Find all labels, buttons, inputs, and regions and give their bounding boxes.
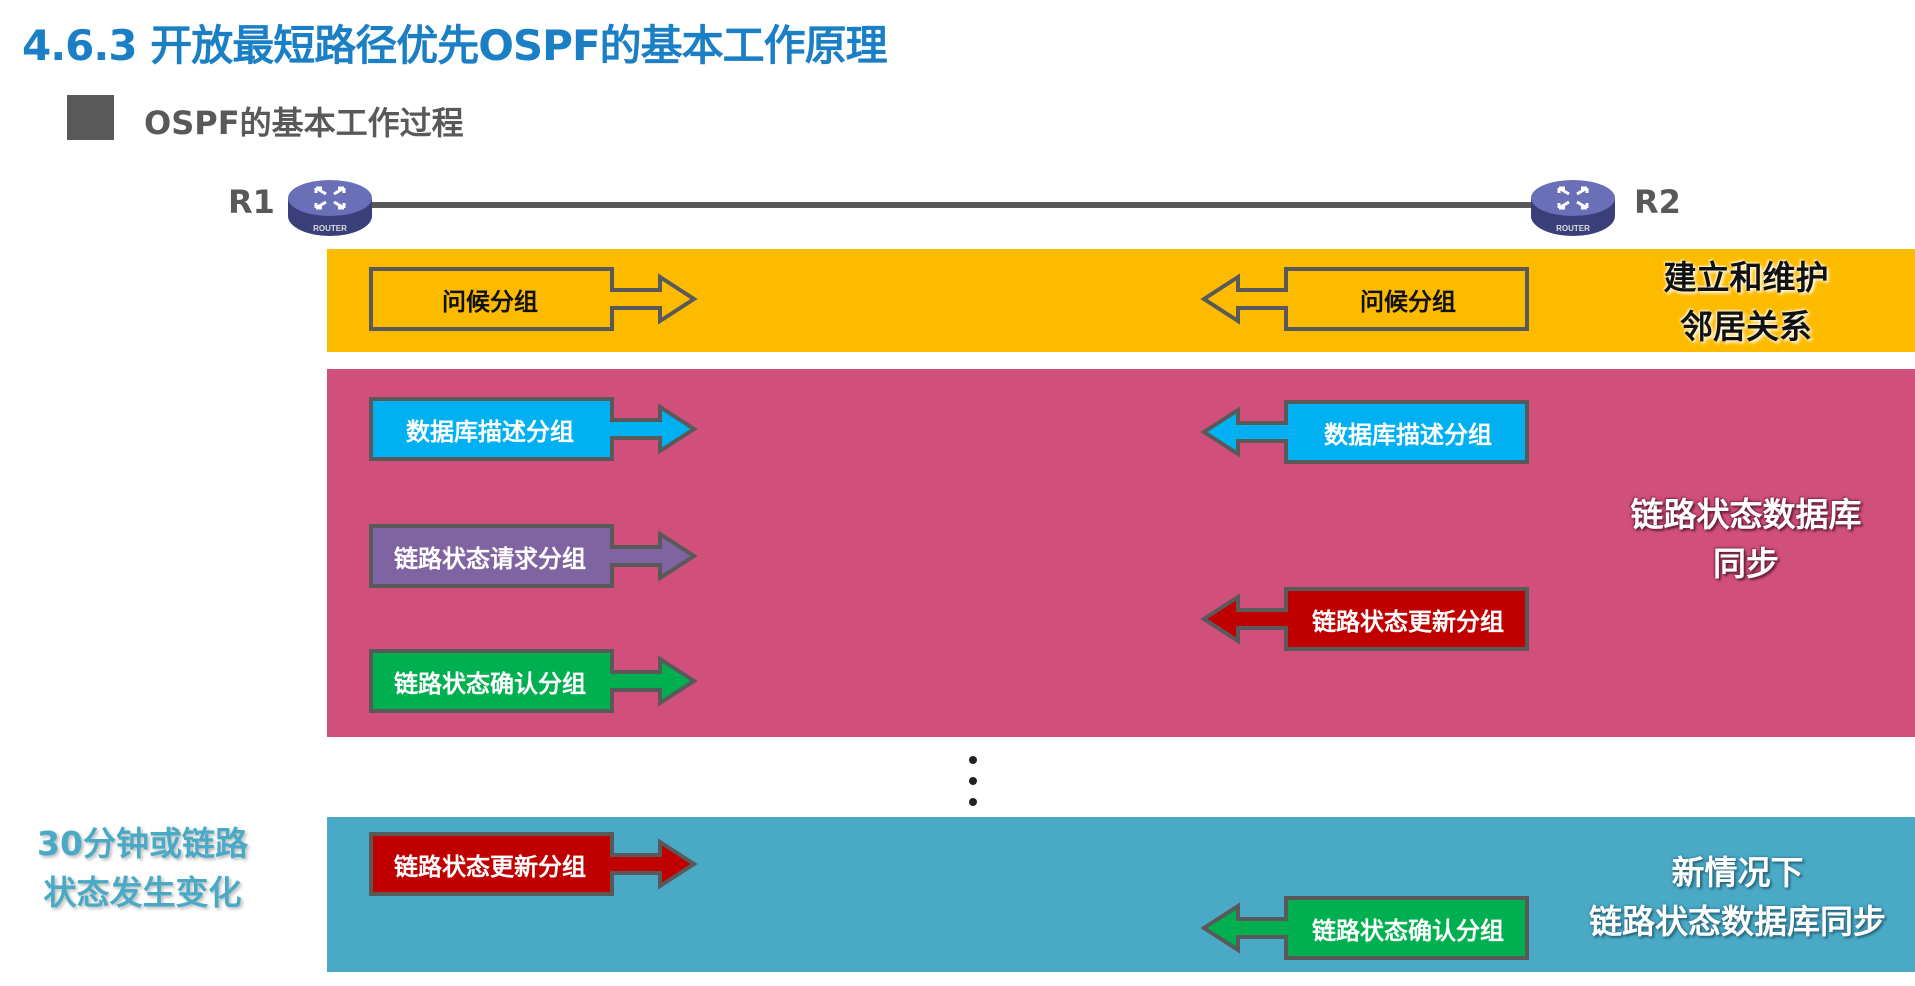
router-r2-label: R2 [1634, 183, 1681, 221]
arrow-right-icon [369, 832, 698, 896]
arrow-right-icon [369, 397, 698, 461]
message-label: 数据库描述分组 [406, 417, 574, 446]
router-r1-label: R1 [228, 183, 275, 221]
router-icon: ROUTER [1529, 178, 1617, 238]
phase-label-neighbor: 建立和维护 邻居关系 [1663, 258, 1829, 346]
message-arrow-r1-to-r2: 链路状态确认分组 [368, 648, 698, 714]
phase-label-sync: 链路状态数据库 同步 [1630, 495, 1862, 583]
message-arrow-r2-to-r1: 链路状态确认分组 [1200, 895, 1530, 961]
bullet-square-icon [67, 95, 114, 140]
message-arrow-r1-to-r2: 数据库描述分组 [368, 396, 698, 462]
phase-label-new-sync: 新情况下 链路状态数据库同步 [1589, 853, 1886, 941]
trigger-label: 30分钟或链路 状态发生变化 [37, 824, 248, 912]
message-label: 问候分组 [1360, 287, 1456, 316]
arrow-left-icon [1200, 587, 1529, 651]
message-arrow-r2-to-r1: 数据库描述分组 [1200, 399, 1530, 465]
arrow-left-icon [1200, 896, 1529, 960]
message-label: 链路状态确认分组 [394, 669, 586, 698]
ellipsis-dot [969, 798, 977, 806]
router-badge-text: ROUTER [313, 224, 347, 233]
message-label: 数据库描述分组 [1324, 420, 1492, 449]
arrow-right-icon [369, 267, 698, 331]
message-arrow-r1-to-r2: 问候分组 [368, 266, 698, 332]
arrow-left-icon [1200, 267, 1529, 331]
arrow-right-icon [369, 524, 698, 588]
arrow-right-icon [369, 649, 698, 713]
ellipsis-dot [969, 777, 977, 785]
router-icon: ROUTER [286, 178, 374, 238]
message-arrow-r1-to-r2: 链路状态更新分组 [368, 831, 698, 897]
message-label: 链路状态确认分组 [1312, 916, 1504, 945]
ellipsis-dot [969, 756, 977, 764]
message-arrow-r1-to-r2: 链路状态请求分组 [368, 523, 698, 589]
link-line [370, 202, 1532, 208]
section-subtitle: OSPF的基本工作过程 [144, 104, 464, 142]
router-badge-text: ROUTER [1556, 224, 1590, 233]
page-title: 4.6.3 开放最短路径优先OSPF的基本工作原理 [22, 21, 888, 70]
message-arrow-r2-to-r1: 链路状态更新分组 [1200, 586, 1530, 652]
message-label: 链路状态更新分组 [1312, 607, 1504, 636]
message-label: 问候分组 [442, 287, 538, 316]
message-arrow-r2-to-r1: 问候分组 [1200, 266, 1530, 332]
message-label: 链路状态请求分组 [394, 544, 586, 573]
message-label: 链路状态更新分组 [394, 852, 586, 881]
arrow-left-icon [1200, 400, 1529, 464]
